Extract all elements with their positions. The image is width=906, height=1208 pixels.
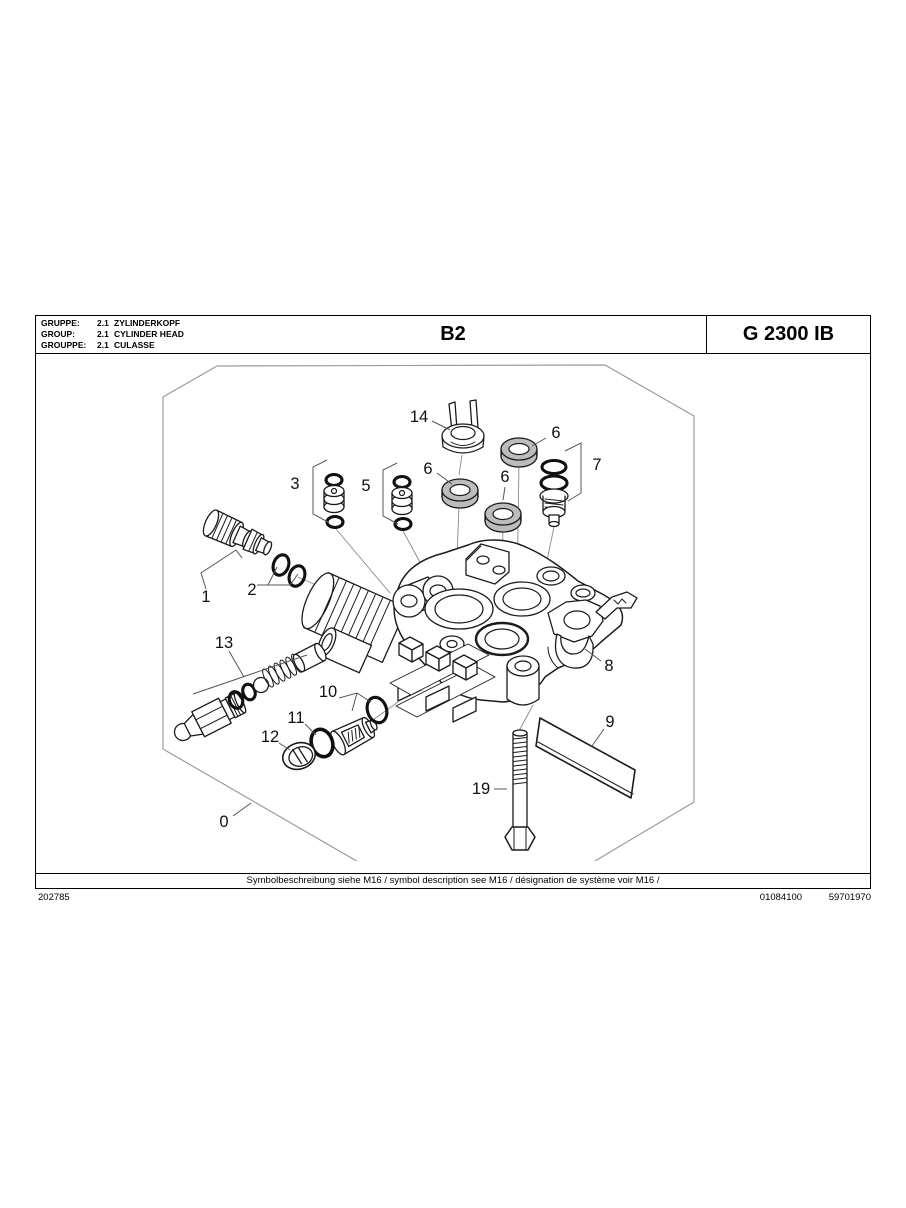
callout-13: 13 (215, 634, 233, 652)
callout-6-mid: 6 (500, 468, 509, 486)
page-numbers: 202785 01084100 59701970 (38, 892, 871, 903)
callout-labels: 14 6 6 6 7 3 5 1 2 13 8 10 11 12 9 19 0 (201, 408, 614, 831)
callout-2: 2 (247, 581, 256, 599)
callout-8: 8 (604, 657, 613, 675)
group-labels: GRUPPE: 2.1 ZYLINDERKOPF GROUP: 2.1 CYLI… (41, 318, 184, 351)
group-row-fr: GROUPPE: 2.1 CULASSE (41, 340, 184, 351)
part-5-valve-piston (391, 474, 413, 532)
part-2-o-rings (271, 553, 307, 588)
valve-cubes (398, 636, 478, 681)
callout-1: 1 (201, 588, 210, 606)
sheet-box: GRUPPE: 2.1 ZYLINDERKOPF GROUP: 2.1 CYLI… (35, 315, 871, 889)
part-6-seal-mid (484, 502, 522, 533)
reference-numbers: 01084100 59701970 (736, 892, 871, 903)
group-row-en: GROUP: 2.1 CYLINDER HEAD (41, 329, 184, 340)
group-name-fr: CULASSE (114, 340, 155, 350)
group-code-en: 2.1 (97, 329, 109, 339)
reference-number-1: 01084100 (759, 892, 803, 903)
callout-7: 7 (592, 456, 601, 474)
group-label-en: GROUP: (41, 329, 75, 339)
title-block: GRUPPE: 2.1 ZYLINDERKOPF GROUP: 2.1 CYLI… (36, 316, 870, 354)
part-14-cap (441, 399, 485, 454)
document-number: 202785 (38, 892, 70, 903)
drawing-area: 14 6 6 6 7 3 5 1 2 13 8 10 11 12 9 19 0 (36, 354, 870, 868)
sheet-code: B2 (440, 323, 466, 345)
part-12-plug (282, 741, 316, 771)
piston-sleeve (506, 655, 540, 706)
valve-plate-assembly (389, 636, 496, 723)
callout-6-top: 6 (551, 424, 560, 442)
group-label-de: GRUPPE: (41, 318, 80, 328)
callout-9: 9 (605, 713, 614, 731)
callout-12: 12 (261, 728, 279, 746)
part-3-valve-piston (323, 472, 345, 530)
callout-14: 14 (410, 408, 428, 426)
callout-3: 3 (290, 475, 299, 493)
callout-5: 5 (361, 477, 370, 495)
part-6-seal-left (441, 478, 479, 509)
upright-bracket (465, 543, 510, 585)
callout-6-left: 6 (423, 460, 432, 478)
callout-19: 19 (472, 780, 490, 798)
group-name-de: ZYLINDERKOPF (114, 318, 181, 328)
exploded-view-drawing: 14 6 6 6 7 3 5 1 2 13 8 10 11 12 9 19 0 (162, 364, 695, 868)
part-13-valve-kit (173, 642, 327, 742)
callout-11: 11 (287, 709, 304, 727)
group-name-en: CYLINDER HEAD (114, 329, 184, 339)
cylinder-bores (424, 566, 596, 657)
reference-number-2: 59701970 (828, 892, 871, 903)
part-10-filter-cartridge (329, 695, 389, 756)
group-code-de: 2.1 (97, 318, 109, 328)
part-19-bolt (504, 729, 536, 851)
part-7-valve-cartridge (539, 458, 569, 528)
part-1-fitting (202, 509, 273, 556)
group-row-de: GRUPPE: 2.1 ZYLINDERKOPF (41, 318, 184, 329)
model-code: G 2300 IB (706, 316, 870, 353)
group-code-fr: 2.1 (97, 340, 109, 350)
part-9-plate (535, 717, 636, 799)
callout-leaders (192, 420, 605, 817)
threaded-port (301, 571, 408, 664)
footer-note: Symbolbeschreibung siehe M16 / symbol de… (36, 873, 870, 888)
part-6-seal-top (500, 437, 538, 468)
callout-10: 10 (319, 683, 337, 701)
part-8-bracket-arm (547, 591, 638, 669)
callout-0: 0 (219, 813, 228, 831)
group-label-fr: GROUPPE: (41, 340, 87, 350)
